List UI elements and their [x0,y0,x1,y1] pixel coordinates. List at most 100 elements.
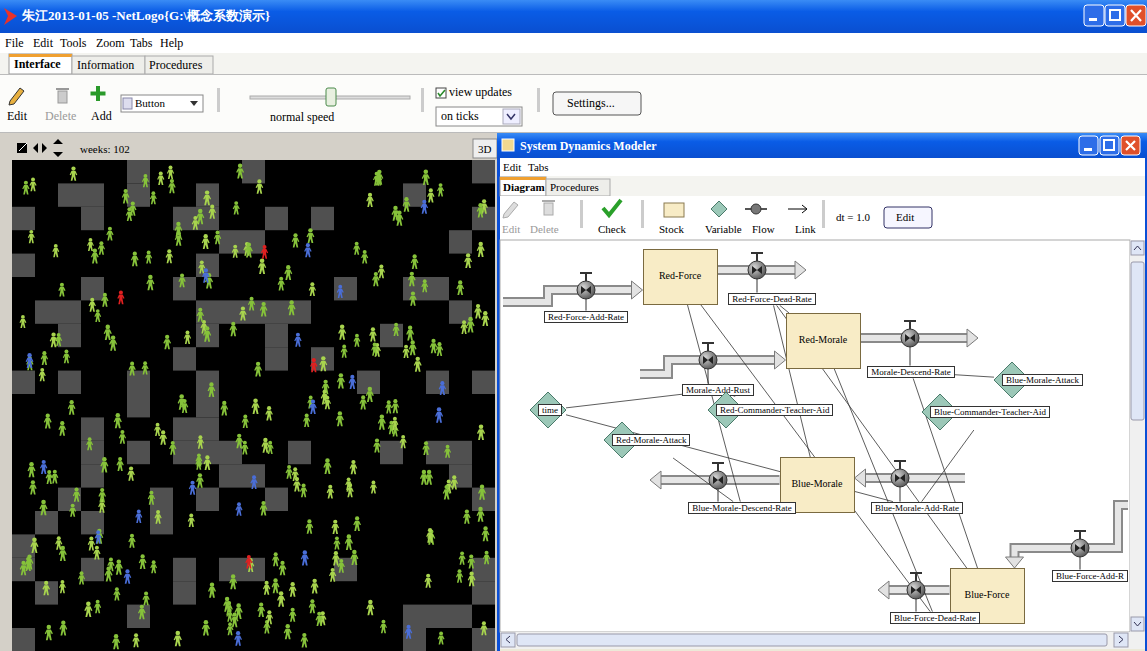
turtle-person [40,464,47,474]
turtle-person [98,488,106,502]
turtle-person [53,470,57,474]
turtle-person [98,241,105,255]
netlogo-window [217,88,220,112]
flow-valve [901,329,919,347]
turtle-person [254,366,262,376]
turtle-person [332,551,340,565]
turtle-person [265,581,269,585]
turtle-person [368,600,373,605]
flow-connector [586,281,643,311]
flow-pipe [1080,505,1128,548]
turtle-person [366,197,374,207]
turtle-person [196,473,204,487]
turtle-person [430,339,438,353]
turtle-person [131,202,135,206]
turtle-person [337,378,345,389]
patch-cell [81,464,104,487]
turtle-person [52,244,59,257]
netlogo-window [421,88,424,112]
turtle-person [204,460,212,470]
turtle-person [243,441,247,445]
turtle-person [70,171,78,181]
turtle-person [306,233,314,243]
turtle-person [245,555,252,569]
turtle-person [142,361,149,374]
turtle-person [452,475,456,479]
patch-cell [173,441,196,464]
turtle-person [29,178,36,192]
flow-valve [901,321,919,347]
turtle-person [403,201,411,211]
turtle-person [104,329,112,340]
netlogo-window [0,53,1147,74]
turtle-person [47,470,51,474]
connector-group [566,270,1080,612]
turtle-person [481,311,489,326]
netlogo-window [0,75,1147,133]
turtle-person [459,551,466,564]
sdm-window [1134,246,1141,250]
turtle-person [154,510,161,524]
turtle-person [88,437,92,441]
patch-cell [81,183,104,206]
turtle-person [63,354,70,364]
sdm-window [1119,636,1123,643]
flow-valve [709,463,727,489]
turtle-person [469,554,473,558]
turtle-person [236,168,244,178]
turtle-person [100,462,108,473]
flow-rate-label: Blue-Force-Add-R [1052,570,1128,583]
turtle-person [387,400,391,404]
flow-valve [577,281,595,299]
netlogo-window [1126,5,1146,26]
flow-arrowhead [795,261,806,279]
turtle-person [183,399,187,403]
patch-cell [242,558,265,581]
turtle-person [157,171,164,185]
turtle-person [428,528,432,532]
patch-cell [12,207,35,230]
turtle-person [289,300,293,304]
variable-diamond: time [530,392,566,428]
speed-label: normal speed [270,111,334,124]
turtle-person [466,317,474,333]
flow-rate-label: Morale-Descend-Rate [867,366,954,379]
turtle-person [181,403,188,413]
turtle-person [202,268,210,283]
sdm-window [603,200,621,215]
netlogo-window [1131,10,1141,21]
turtle-person [260,302,268,317]
turtle-person [307,519,311,523]
turtle-person [156,423,160,427]
turtle-person [122,193,130,203]
patch-cell [35,300,58,323]
turtle-person [241,306,245,310]
turtle-person [422,445,429,455]
turtle-person [203,234,207,238]
turtle-person [317,612,321,616]
turtle-person [355,242,359,246]
sdm-window [542,200,555,202]
turtle-person [309,604,316,614]
turtle-person [301,633,309,648]
patch-cell [150,511,173,534]
turtle-person [95,533,103,543]
turtle-person [55,337,62,346]
flow-valve [904,321,916,329]
turtle-person [210,205,214,209]
turtle-person [272,578,280,593]
netlogo-window [72,56,145,74]
turtle-person [232,245,239,258]
turtle-person [258,263,266,274]
patch-cell [449,300,472,323]
flow-valve [1074,531,1086,539]
turtle-person [372,481,376,485]
turtle-person [205,326,210,331]
flow-valve [712,463,724,471]
netlogo-window [123,98,132,109]
turtle-person [55,536,62,550]
turtle-person [422,170,430,185]
turtle-person [446,445,450,449]
turtle-person [263,585,270,595]
turtle-person [319,356,327,371]
